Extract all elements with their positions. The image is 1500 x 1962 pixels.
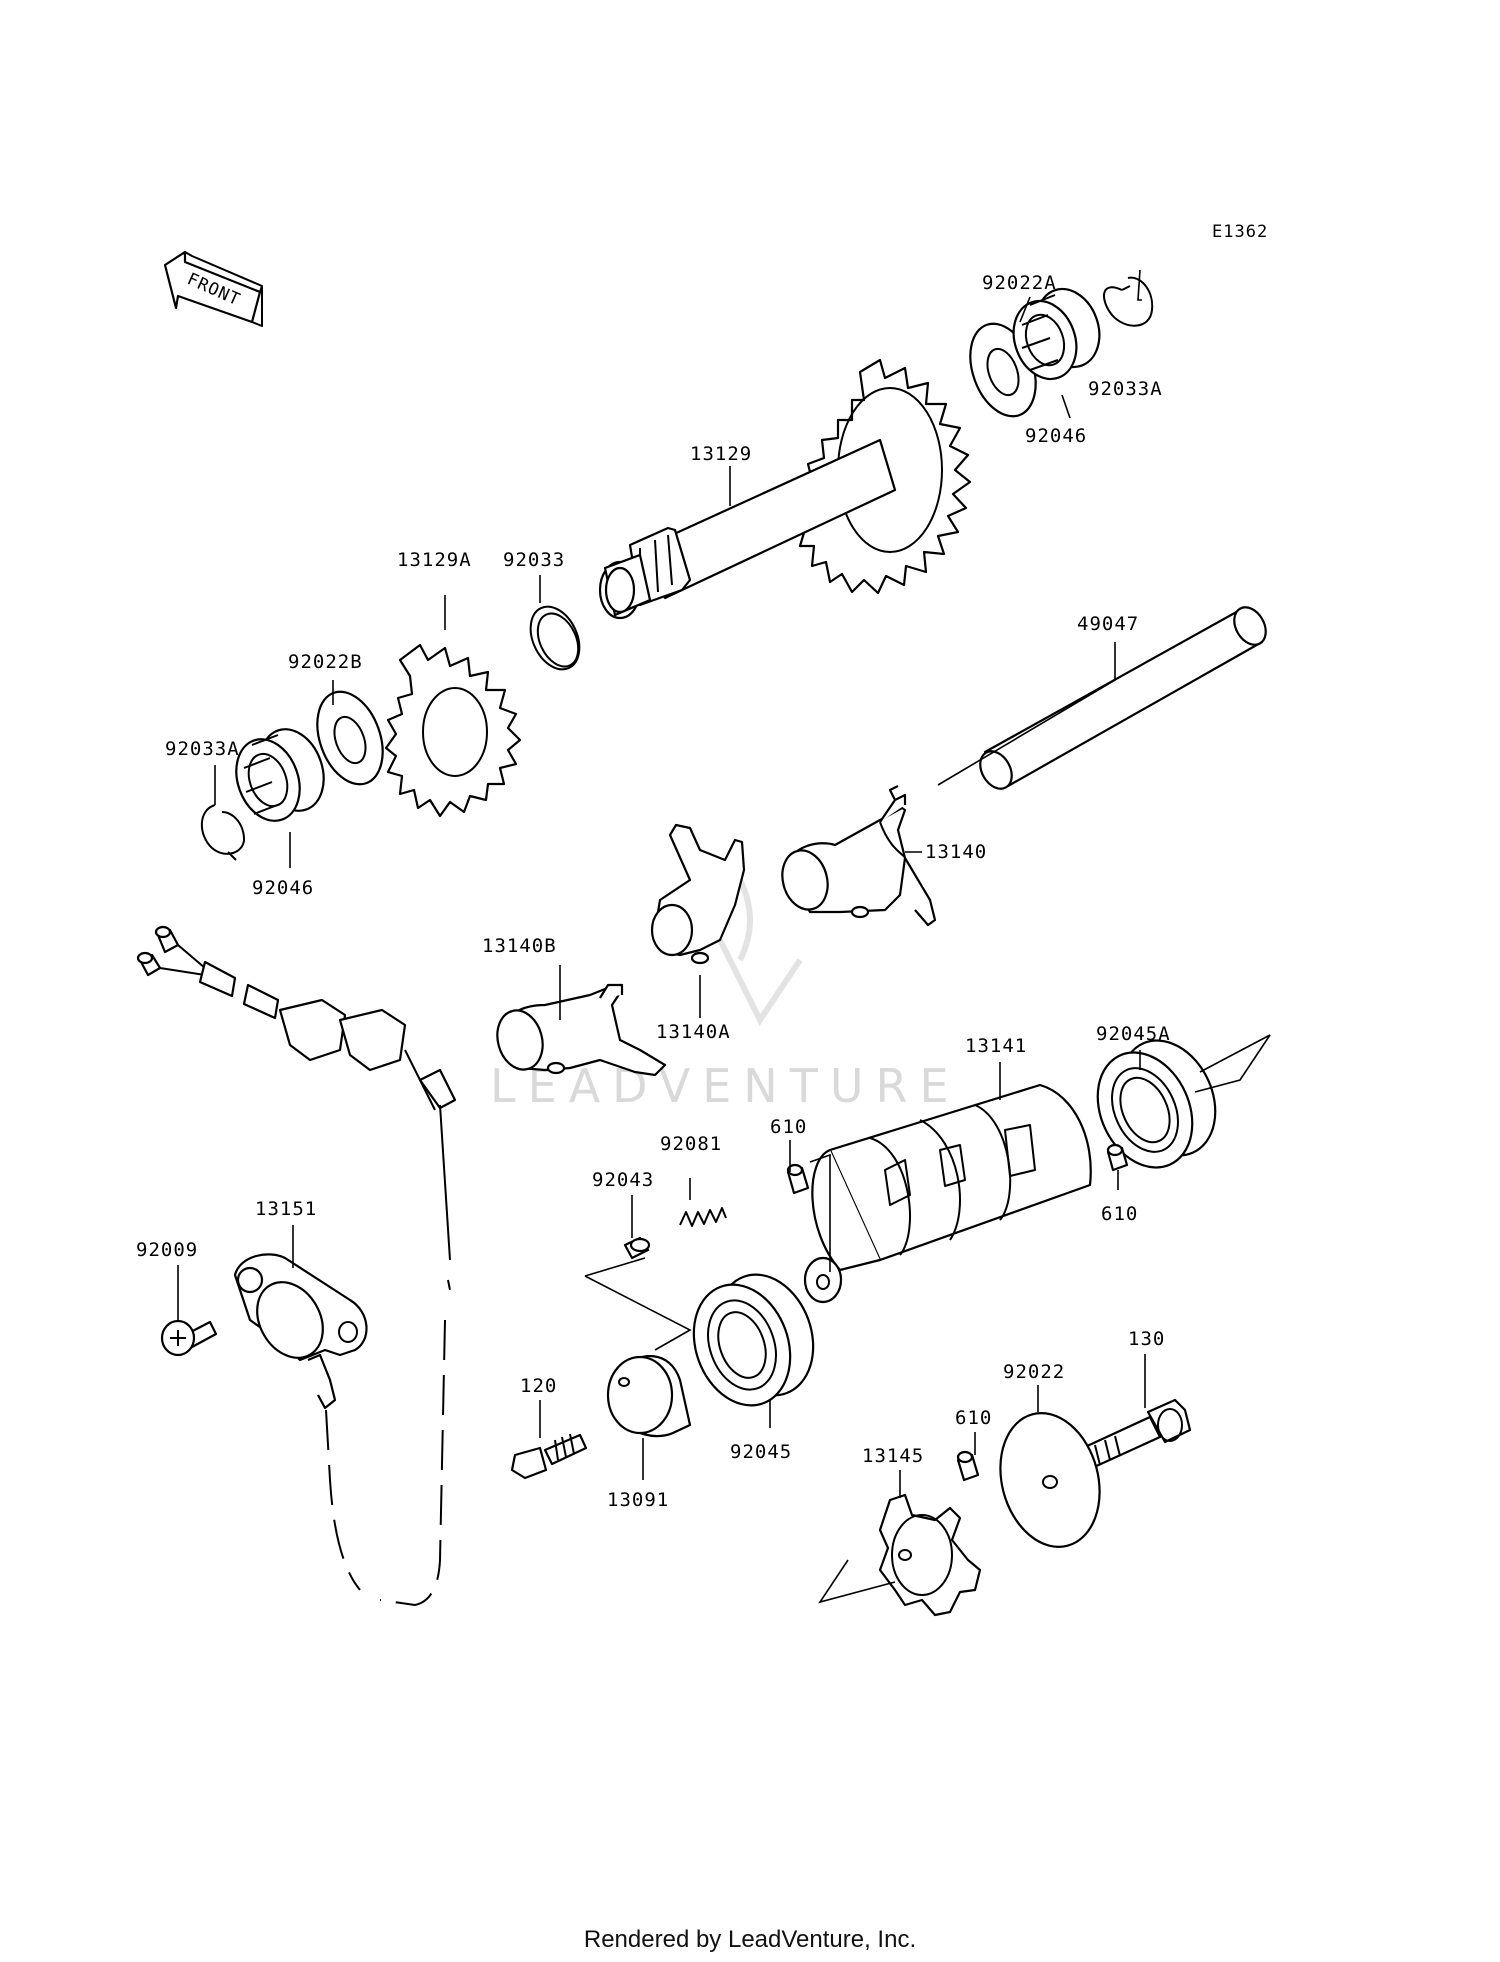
gear-13129A <box>384 643 522 818</box>
shift-fork-13140 <box>781 785 937 927</box>
label-13091: 13091 <box>607 1489 669 1511</box>
label-92045: 92045 <box>730 1441 792 1463</box>
label-13151: 13151 <box>255 1198 317 1220</box>
circlip-92033 <box>529 605 581 671</box>
label-120: 120 <box>520 1375 557 1397</box>
label-49047: 49047 <box>1077 613 1139 635</box>
circlip-92033A-left <box>200 804 246 861</box>
pin-92043 <box>623 1236 651 1260</box>
label-92009: 92009 <box>136 1239 198 1261</box>
label-610-a: 610 <box>770 1116 807 1138</box>
gear-position-switch-13151 <box>233 1253 368 1410</box>
shift-drum-13141 <box>803 1083 1092 1304</box>
label-92046-left: 92046 <box>252 877 314 899</box>
screw-92009 <box>160 1319 218 1357</box>
label-92033A-top: 92033A <box>1088 378 1163 400</box>
ball-bearing-92045 <box>692 1273 815 1407</box>
label-13140B: 13140B <box>482 935 557 957</box>
star-wheel-13145 <box>878 1493 982 1617</box>
label-13129A: 13129A <box>397 549 472 571</box>
cam-13091 <box>606 1355 692 1438</box>
label-92022A: 92022A <box>982 272 1057 294</box>
label-13140A: 13140A <box>656 1021 731 1043</box>
label-13145: 13145 <box>862 1445 924 1467</box>
dowel-pin-610-b <box>1106 1143 1129 1172</box>
label-13140: 13140 <box>925 841 987 863</box>
label-92043: 92043 <box>592 1169 654 1191</box>
watermark-logo <box>717 878 803 1026</box>
label-130: 130 <box>1128 1328 1165 1350</box>
label-92046-top: 92046 <box>1025 425 1087 447</box>
label-92022B: 92022B <box>288 651 363 673</box>
ball-bearing-92045A <box>1096 1039 1217 1169</box>
dowel-pin-610-c <box>956 1450 980 1482</box>
washer-92022 <box>999 1412 1101 1548</box>
label-13141: 13141 <box>965 1035 1027 1057</box>
front-arrow-icon: FRONT <box>163 250 263 327</box>
wiring-harness <box>136 925 457 1606</box>
label-92033A-left: 92033A <box>165 738 240 760</box>
bolt-120 <box>510 1433 588 1480</box>
shaft-13129 <box>598 438 897 620</box>
bolt-130 <box>1083 1398 1192 1470</box>
fork-shaft-49047 <box>979 606 1267 790</box>
shift-fork-13140A <box>650 823 746 965</box>
part-labels: 92022A 92033A 92046 13129 13129A 92033 9… <box>136 272 1171 1511</box>
circlip-92033A-top <box>1103 276 1154 327</box>
needle-bearing-92046-left <box>235 728 325 822</box>
needle-bearing-92046-top <box>1012 287 1101 381</box>
footer-credit: Rendered by LeadVenture, Inc. <box>583 1926 917 1953</box>
diagram-code: E1362 <box>1212 222 1268 242</box>
leader-lines <box>177 269 1271 1604</box>
label-92081: 92081 <box>660 1133 722 1155</box>
label-92045A: 92045A <box>1096 1023 1171 1045</box>
label-610-c: 610 <box>955 1407 992 1429</box>
dowel-pin-610-a <box>786 1163 810 1195</box>
shift-fork-13140B <box>496 983 667 1077</box>
label-610-b: 610 <box>1101 1203 1138 1225</box>
label-92033: 92033 <box>503 549 565 571</box>
spring-92081 <box>679 1207 727 1227</box>
label-92022: 92022 <box>1003 1361 1065 1383</box>
label-13129: 13129 <box>690 443 752 465</box>
